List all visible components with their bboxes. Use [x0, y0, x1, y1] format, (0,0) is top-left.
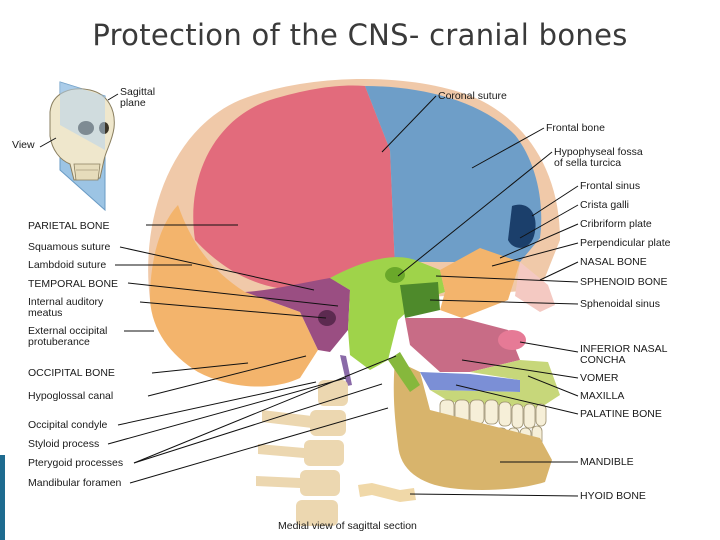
label-palatine-bone: PALATINE BONE: [580, 408, 662, 420]
upper-teeth: [439, 399, 547, 429]
label-perpendicular-plate: Perpendicular plate: [580, 237, 671, 249]
label-squamous-suture: Squamous suture: [28, 241, 110, 253]
inset-view-label: View: [12, 139, 35, 151]
label-coronal-suture: Coronal suture: [438, 90, 507, 102]
mandible: [393, 360, 552, 490]
label-inferior-nasal-concha-1: INFERIOR NASAL: [580, 343, 668, 355]
inferior-nasal-concha: [498, 330, 526, 350]
slide-title: Protection of the CNS- cranial bones: [92, 18, 628, 52]
left-leader-lines: [107, 224, 397, 484]
label-hypoglossal-canal: Hypoglossal canal: [28, 390, 113, 402]
figure-caption: Medial view of sagittal section: [278, 520, 417, 532]
label-inferior-nasal-concha-2: CONCHA: [580, 354, 626, 366]
label-sphenoid-bone: SPHENOID BONE: [580, 276, 668, 288]
inset-plane-leader: [107, 93, 119, 101]
pterygoid-process: [388, 352, 420, 392]
palatine-bone: [420, 372, 520, 392]
label-pterygoid-processes: Pterygoid processes: [28, 457, 123, 469]
hypophyseal-fossa: [385, 267, 405, 283]
label-frontal-sinus: Frontal sinus: [580, 180, 640, 192]
label-styloid-process: Styloid process: [28, 438, 99, 450]
inset-plane-label-1: Sagittal: [120, 86, 155, 98]
frontal-sinus: [508, 204, 536, 248]
label-frontal-bone: Frontal bone: [546, 122, 605, 134]
label-lambdoid-suture: Lambdoid suture: [28, 259, 106, 271]
label-parietal-bone: PARIETAL BONE: [28, 220, 110, 232]
nasal-bone: [515, 262, 555, 312]
accent-bar: [0, 455, 5, 540]
label-vomer: VOMER: [580, 372, 619, 384]
label-mandibular-foramen: Mandibular foramen: [28, 477, 122, 489]
label-hypophyseal-fossa-2: of sella turcica: [554, 157, 621, 169]
inset-skull-thumbnail: [49, 81, 115, 212]
label-mandible: MANDIBLE: [580, 456, 634, 468]
styloid-process: [340, 355, 352, 386]
inset-plane-label-2: plane: [120, 97, 146, 109]
label-hypophyseal-fossa-1: Hypophyseal fossa: [554, 146, 643, 158]
label-maxilla: MAXILLA: [580, 390, 624, 402]
frontal-bone: [365, 86, 542, 268]
vomer: [405, 318, 520, 372]
sphenoidal-sinus: [400, 282, 440, 318]
cervical-spine: [256, 380, 348, 526]
label-occipital-condyle: Occipital condyle: [28, 419, 108, 431]
label-temporal-bone: TEMPORAL BONE: [28, 278, 118, 290]
label-sphenoidal-sinus: Sphenoidal sinus: [580, 298, 660, 310]
label-external-occipital-1: External occipital: [28, 325, 107, 337]
label-cribriform-plate: Cribriform plate: [580, 218, 652, 230]
right-leader-lines: [381, 95, 579, 497]
inset-view-leader: [39, 137, 57, 148]
label-external-occipital-2: protuberance: [28, 336, 90, 348]
occipital-bone: [150, 205, 318, 387]
label-internal-auditory-meatus-2: meatus: [28, 307, 62, 319]
temporal-bone: [245, 278, 350, 352]
label-nasal-bone: NASAL BONE: [580, 256, 647, 268]
hyoid-bone: [358, 483, 416, 502]
label-crista-galli: Crista galli: [580, 199, 629, 211]
label-hyoid-bone: HYOID BONE: [580, 490, 646, 502]
label-internal-auditory-meatus-1: Internal auditory: [28, 296, 104, 308]
maxilla: [430, 360, 560, 408]
internal-auditory-meatus: [318, 310, 336, 326]
parietal-bone: [193, 85, 395, 291]
label-occipital-bone: OCCIPITAL BONE: [28, 367, 115, 379]
